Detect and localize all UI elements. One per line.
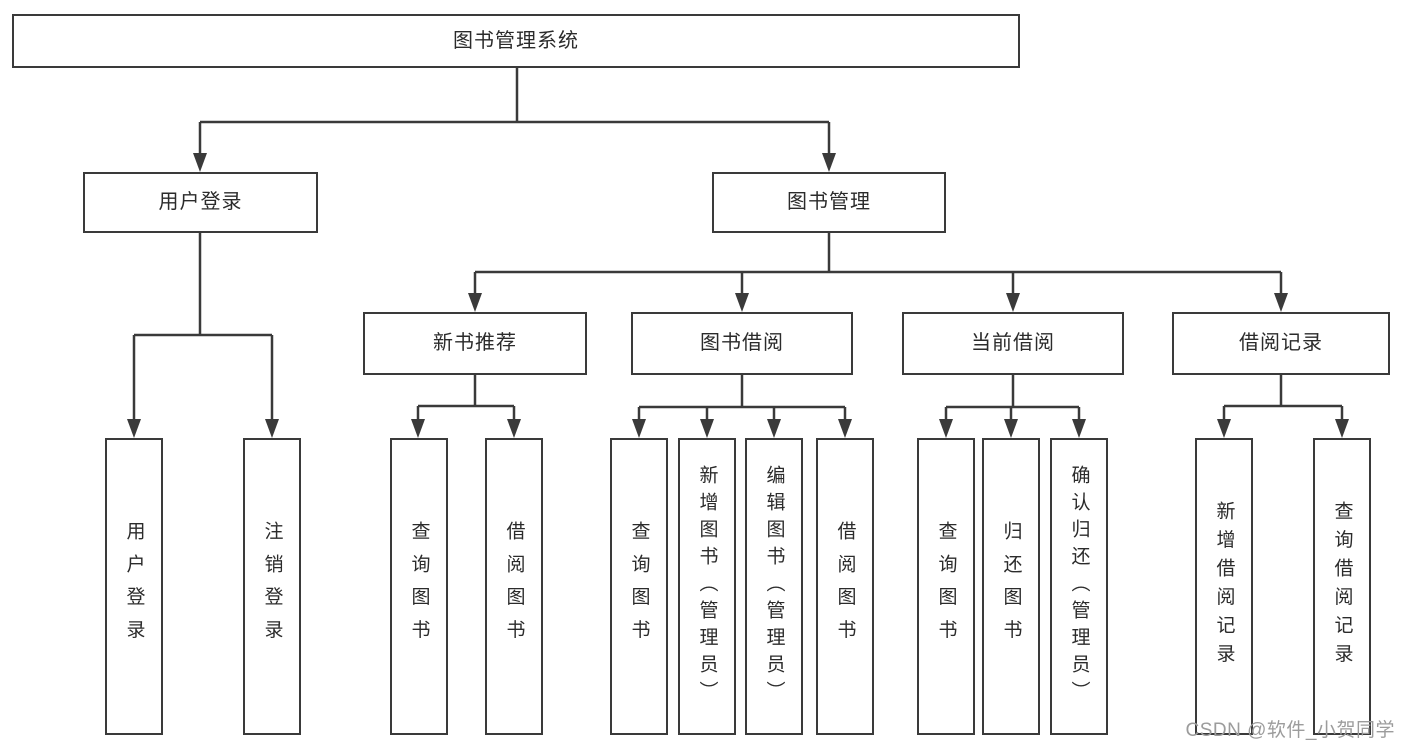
node-book-management: 图书管理 xyxy=(712,172,946,233)
watermark: CSDN @软件_小贺同学 xyxy=(1185,720,1395,741)
leaf-query-borrow-record: 查询借阅记录 xyxy=(1313,438,1371,735)
leaf-query-books-recommend: 查询图书 xyxy=(390,438,448,735)
leaf-borrow-books-recommend: 借阅图书 xyxy=(485,438,543,735)
leaf-add-borrow-record: 新增借阅记录 xyxy=(1195,438,1253,735)
tree-connectors xyxy=(132,68,1344,420)
node-new-book-recommend: 新书推荐 xyxy=(363,312,587,375)
leaf-user-login: 用户登录 xyxy=(105,438,163,735)
leaf-add-books-admin: 新增图书（管理员） xyxy=(678,438,736,735)
node-borrowing-records: 借阅记录 xyxy=(1172,312,1390,375)
node-current-borrowing: 当前借阅 xyxy=(902,312,1124,375)
leaf-query-books-current: 查询图书 xyxy=(917,438,975,735)
node-root: 图书管理系统 xyxy=(12,14,1020,68)
leaf-borrow-books-borrowing: 借阅图书 xyxy=(816,438,874,735)
leaf-logout-login: 注销登录 xyxy=(243,438,301,735)
leaf-query-books-borrowing: 查询图书 xyxy=(610,438,668,735)
leaf-return-books: 归还图书 xyxy=(982,438,1040,735)
leaf-confirm-return-admin: 确认归还（管理员） xyxy=(1050,438,1108,735)
node-book-borrowing: 图书借阅 xyxy=(631,312,853,375)
node-user-login: 用户登录 xyxy=(83,172,318,233)
arrowheads xyxy=(127,153,1349,438)
leaf-edit-books-admin: 编辑图书（管理员） xyxy=(745,438,803,735)
